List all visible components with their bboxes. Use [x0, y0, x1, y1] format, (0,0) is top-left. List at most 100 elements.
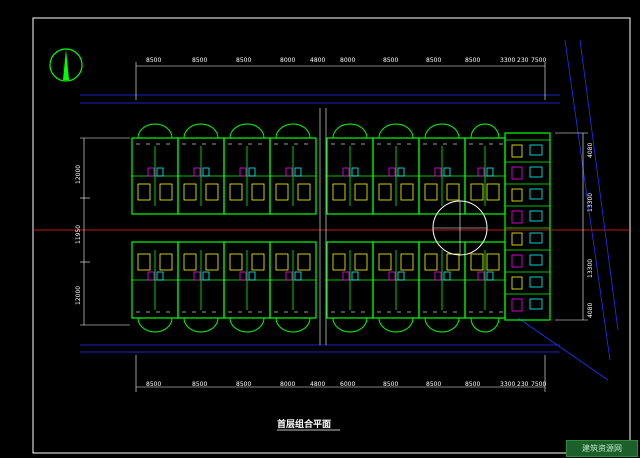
- furniture-bed: [251, 253, 265, 271]
- top-dim-4: 8000: [280, 57, 295, 64]
- furniture-fixture: [434, 167, 442, 177]
- furniture-fixture: [294, 271, 302, 281]
- bottom-dim-10: 3300: [500, 381, 515, 388]
- furniture-bed: [229, 253, 243, 271]
- furniture-fixture: [193, 271, 201, 281]
- tower-fixture: [511, 210, 523, 224]
- right-dim-4: 4080: [587, 303, 594, 318]
- furniture-fixture: [156, 271, 164, 281]
- furniture-fixture: [397, 271, 405, 281]
- furniture-fixture: [342, 271, 350, 281]
- furniture-fixture: [342, 167, 350, 177]
- tower-wall: [504, 132, 551, 321]
- bottom-dim-1: 8500: [146, 381, 161, 388]
- bottom-dim-7: 8500: [383, 381, 398, 388]
- furniture-fixture: [239, 167, 247, 177]
- balcony-arc: [183, 123, 219, 139]
- furniture-bed: [205, 253, 219, 271]
- bottom-dim-9: 8500: [465, 381, 480, 388]
- furniture-bed: [400, 253, 414, 271]
- furniture-bed: [378, 253, 392, 271]
- tower-fixture: [511, 188, 523, 202]
- furniture-bed: [424, 183, 438, 201]
- furniture-bed: [332, 183, 346, 201]
- furniture-bed: [205, 183, 219, 201]
- balcony-arc: [424, 317, 460, 333]
- furniture-fixture: [285, 167, 293, 177]
- balcony-arc: [378, 317, 414, 333]
- left-dim-1: 12000: [75, 165, 82, 184]
- right-dimension-labels: 4080 13300 13300 4080: [587, 143, 594, 318]
- furniture-fixture: [156, 167, 164, 177]
- north-arrow-icon: [49, 48, 83, 82]
- left-dimension-line: [80, 137, 130, 326]
- bottom-dim-11: 230: [517, 381, 529, 388]
- furniture-fixture: [486, 167, 494, 177]
- top-dim-12: 7500: [531, 57, 546, 64]
- bottom-dimension-line: [135, 355, 546, 392]
- furniture-fixture: [477, 167, 485, 177]
- balcony-arc: [332, 317, 368, 333]
- watermark: 建筑资源网: [566, 440, 638, 457]
- furniture-bed: [400, 183, 414, 201]
- furniture-bed: [159, 253, 173, 271]
- tower-fixture: [529, 166, 543, 178]
- furniture-bed: [332, 253, 346, 271]
- furniture-fixture: [294, 167, 302, 177]
- tower-fixture: [529, 210, 543, 222]
- top-dimension-labels: 8500 8500 8500 8000 4800 8000 8500 8500 …: [146, 57, 546, 64]
- furniture-bed: [486, 253, 500, 271]
- drawing-frame: [32, 17, 631, 454]
- left-dim-2: 11950: [75, 225, 82, 244]
- furniture-fixture: [285, 271, 293, 281]
- furniture-bed: [424, 253, 438, 271]
- tower-fixture: [529, 276, 543, 288]
- furniture-bed: [251, 183, 265, 201]
- top-dim-2: 8500: [192, 57, 207, 64]
- furniture-bed: [354, 183, 368, 201]
- balcony-arc: [275, 317, 311, 333]
- furniture-bed: [159, 183, 173, 201]
- drawing-title: 首层组合平面: [277, 418, 331, 430]
- balcony-arc: [332, 123, 368, 139]
- balcony-arc: [424, 123, 460, 139]
- balcony-arc: [137, 123, 173, 139]
- floor-plan-blocks: [131, 108, 551, 345]
- tower-fixture: [529, 254, 543, 266]
- tower-fixture: [529, 298, 543, 310]
- furniture-fixture: [202, 167, 210, 177]
- furniture-bed: [275, 253, 289, 271]
- furniture-bed: [297, 253, 311, 271]
- bottom-dim-6: 6000: [340, 381, 355, 388]
- furniture-bed: [183, 183, 197, 201]
- left-dimension-labels: 12000 11950 12000: [75, 165, 82, 305]
- right-dim-1: 4080: [587, 143, 594, 158]
- furniture-bed: [354, 253, 368, 271]
- tower-fixture: [529, 144, 543, 156]
- furniture-fixture: [388, 271, 396, 281]
- top-dim-7: 8500: [383, 57, 398, 64]
- balcony-arc: [137, 317, 173, 333]
- axis-grid: [33, 39, 630, 381]
- top-dim-5: 4800: [310, 57, 325, 64]
- bottom-dim-12: 7500: [531, 381, 546, 388]
- right-dim-3: 13300: [587, 259, 594, 278]
- right-dim-2: 13300: [587, 193, 594, 212]
- furniture-fixture: [443, 271, 451, 281]
- bottom-dim-8: 8500: [426, 381, 441, 388]
- balcony-arc: [470, 123, 500, 139]
- furniture-bed: [486, 183, 500, 201]
- balcony-arc: [470, 317, 500, 333]
- furniture-bed: [446, 183, 460, 201]
- top-dim-1: 8500: [146, 57, 161, 64]
- top-dim-8: 8500: [426, 57, 441, 64]
- bottom-dim-5: 4800: [310, 381, 325, 388]
- furniture-bed: [297, 183, 311, 201]
- furniture-fixture: [147, 271, 155, 281]
- furniture-fixture: [239, 271, 247, 281]
- furniture-fixture: [486, 271, 494, 281]
- balcony-arc: [378, 123, 414, 139]
- furniture-bed: [470, 183, 484, 201]
- furniture-bed: [275, 183, 289, 201]
- furniture-fixture: [193, 167, 201, 177]
